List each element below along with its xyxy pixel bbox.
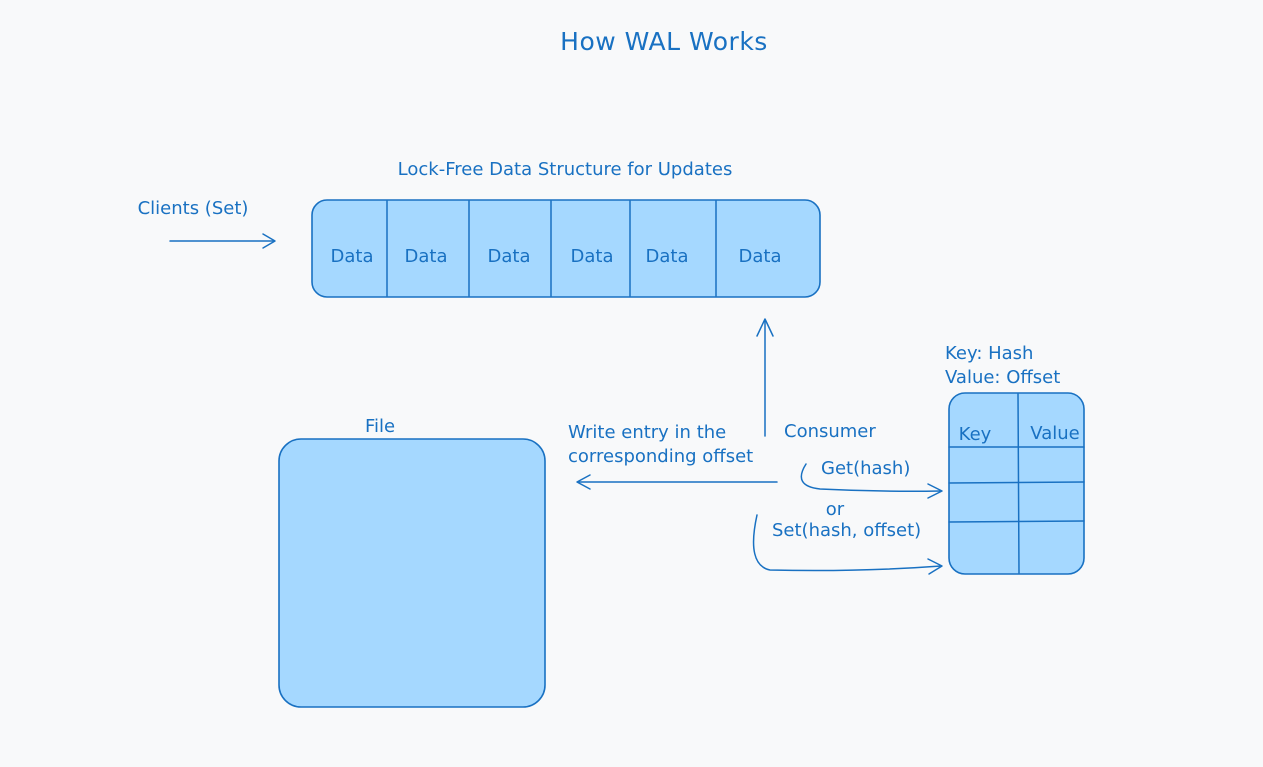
set-label: Set(hash, offset) — [772, 520, 921, 541]
queue-label: Lock-Free Data Structure for Updates — [398, 159, 733, 180]
set-arrow — [752, 514, 943, 575]
clients-label: Clients (Set) — [138, 198, 249, 219]
hash-map-table: Key Value — [948, 392, 1085, 575]
or-label: or — [826, 499, 845, 520]
queue-cell-3: Data — [488, 246, 531, 267]
queue-cell-2: Data — [405, 246, 448, 267]
map-header-key: Key — [959, 424, 992, 445]
map-legend-key: Key: Hash — [945, 343, 1033, 364]
get-arrow — [800, 463, 943, 499]
write-label-line1: Write entry in the — [568, 422, 726, 443]
write-label-line2: corresponding offset — [568, 446, 753, 467]
queue-cell-4: Data — [571, 246, 614, 267]
lock-free-queue: Data Data Data Data Data Data — [311, 199, 821, 298]
queue-cell-1: Data — [331, 246, 374, 267]
file-label: File — [365, 416, 395, 437]
map-header-value: Value — [1030, 423, 1079, 444]
consumer-label: Consumer — [784, 421, 876, 442]
clients-arrow — [169, 233, 276, 249]
write-arrow — [576, 474, 778, 490]
queue-cell-5: Data — [646, 246, 689, 267]
diagram-title: How WAL Works — [560, 27, 768, 56]
file-box — [278, 438, 546, 708]
consumer-to-queue-arrow — [756, 318, 774, 437]
get-label: Get(hash) — [821, 458, 910, 479]
map-legend-value: Value: Offset — [945, 367, 1060, 388]
queue-cell-6: Data — [739, 246, 782, 267]
